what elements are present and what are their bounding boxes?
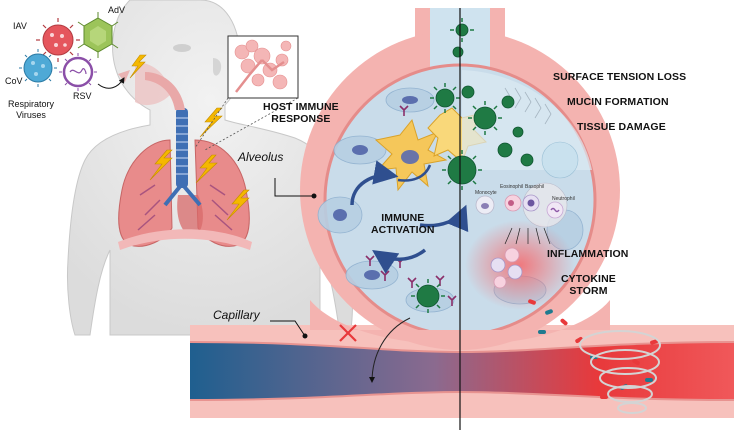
- host-immune-line1: HOST IMMUNE: [263, 101, 339, 113]
- blocked-x-icon: [339, 324, 357, 342]
- trachea: [163, 108, 202, 207]
- cytokine-storm-swirl: [579, 330, 661, 414]
- eosinophil-label: Eosinophil: [500, 184, 524, 190]
- host-immune-response-label: HOST IMMUNE RESPONSE: [263, 101, 339, 125]
- cytokine-line2: STORM: [569, 285, 608, 297]
- ear-icon: [213, 58, 222, 76]
- cov-label: CoV: [5, 76, 23, 86]
- vessel-entry-arrow: [369, 317, 411, 383]
- alveolus-label: Alveolus: [238, 150, 284, 164]
- lightning-icon: [195, 154, 218, 184]
- inflammation-glow: [465, 220, 575, 310]
- cytokine-storm-label: CYTOKINE STORM: [561, 273, 616, 297]
- pharynx: [145, 72, 185, 110]
- eye-icon: [173, 44, 191, 52]
- lightning-bolts: [129, 54, 250, 221]
- capillary-label: Capillary: [213, 308, 260, 322]
- lightning-icon: [226, 189, 250, 221]
- adv-label: AdV: [108, 5, 126, 15]
- iav-label: IAV: [13, 21, 27, 31]
- lightning-icon: [129, 54, 147, 79]
- cytokine-line1: CYTOKINE: [561, 273, 616, 285]
- respiratory-viruses-line1: Respiratory: [8, 99, 55, 109]
- immune-activation-cycle: [350, 160, 469, 274]
- host-immune-line2: RESPONSE: [271, 113, 331, 125]
- immune-activation-label: IMMUNE ACTIVATION: [371, 212, 435, 236]
- neutrophil-label: Neutrophil: [552, 196, 575, 202]
- respiratory-viruses-line2: Viruses: [16, 110, 46, 120]
- tissue-damage-label: TISSUE DAMAGE: [577, 121, 666, 133]
- rsv-virus-icon: [59, 53, 97, 91]
- capillary-pointer: [270, 320, 306, 337]
- nasal-cavity-icon: [135, 62, 170, 106]
- migration-arrows: [504, 227, 551, 245]
- virus-particles: [411, 18, 534, 313]
- nose-icon: [118, 70, 130, 82]
- immune-activation-line2: ACTIVATION: [371, 224, 435, 236]
- immune-activation-line1: IMMUNE: [381, 212, 425, 224]
- basophil-label: Basophil: [525, 184, 545, 190]
- lightning-icon: [149, 149, 173, 181]
- iav-virus-icon: [36, 18, 80, 62]
- leukocytes: [475, 194, 564, 289]
- cov-virus-icon: [19, 49, 57, 87]
- rsv-label: RSV: [73, 91, 92, 101]
- infection-arrow: [97, 77, 125, 89]
- monocyte-label: Monocyte: [475, 190, 497, 196]
- dendritic-cell: [374, 118, 448, 192]
- alveolus-pointer: [274, 178, 314, 197]
- mucin-formation-label: MUCIN FORMATION: [567, 96, 669, 108]
- alveoli-zoom-box: [194, 35, 299, 151]
- respiratory-viruses-label: Respiratory Viruses: [8, 99, 54, 121]
- adv-virus-icon: [77, 12, 119, 58]
- surface-tension-loss-label: SURFACE TENSION LOSS: [553, 71, 687, 83]
- inflammation-label: INFLAMMATION: [547, 248, 629, 260]
